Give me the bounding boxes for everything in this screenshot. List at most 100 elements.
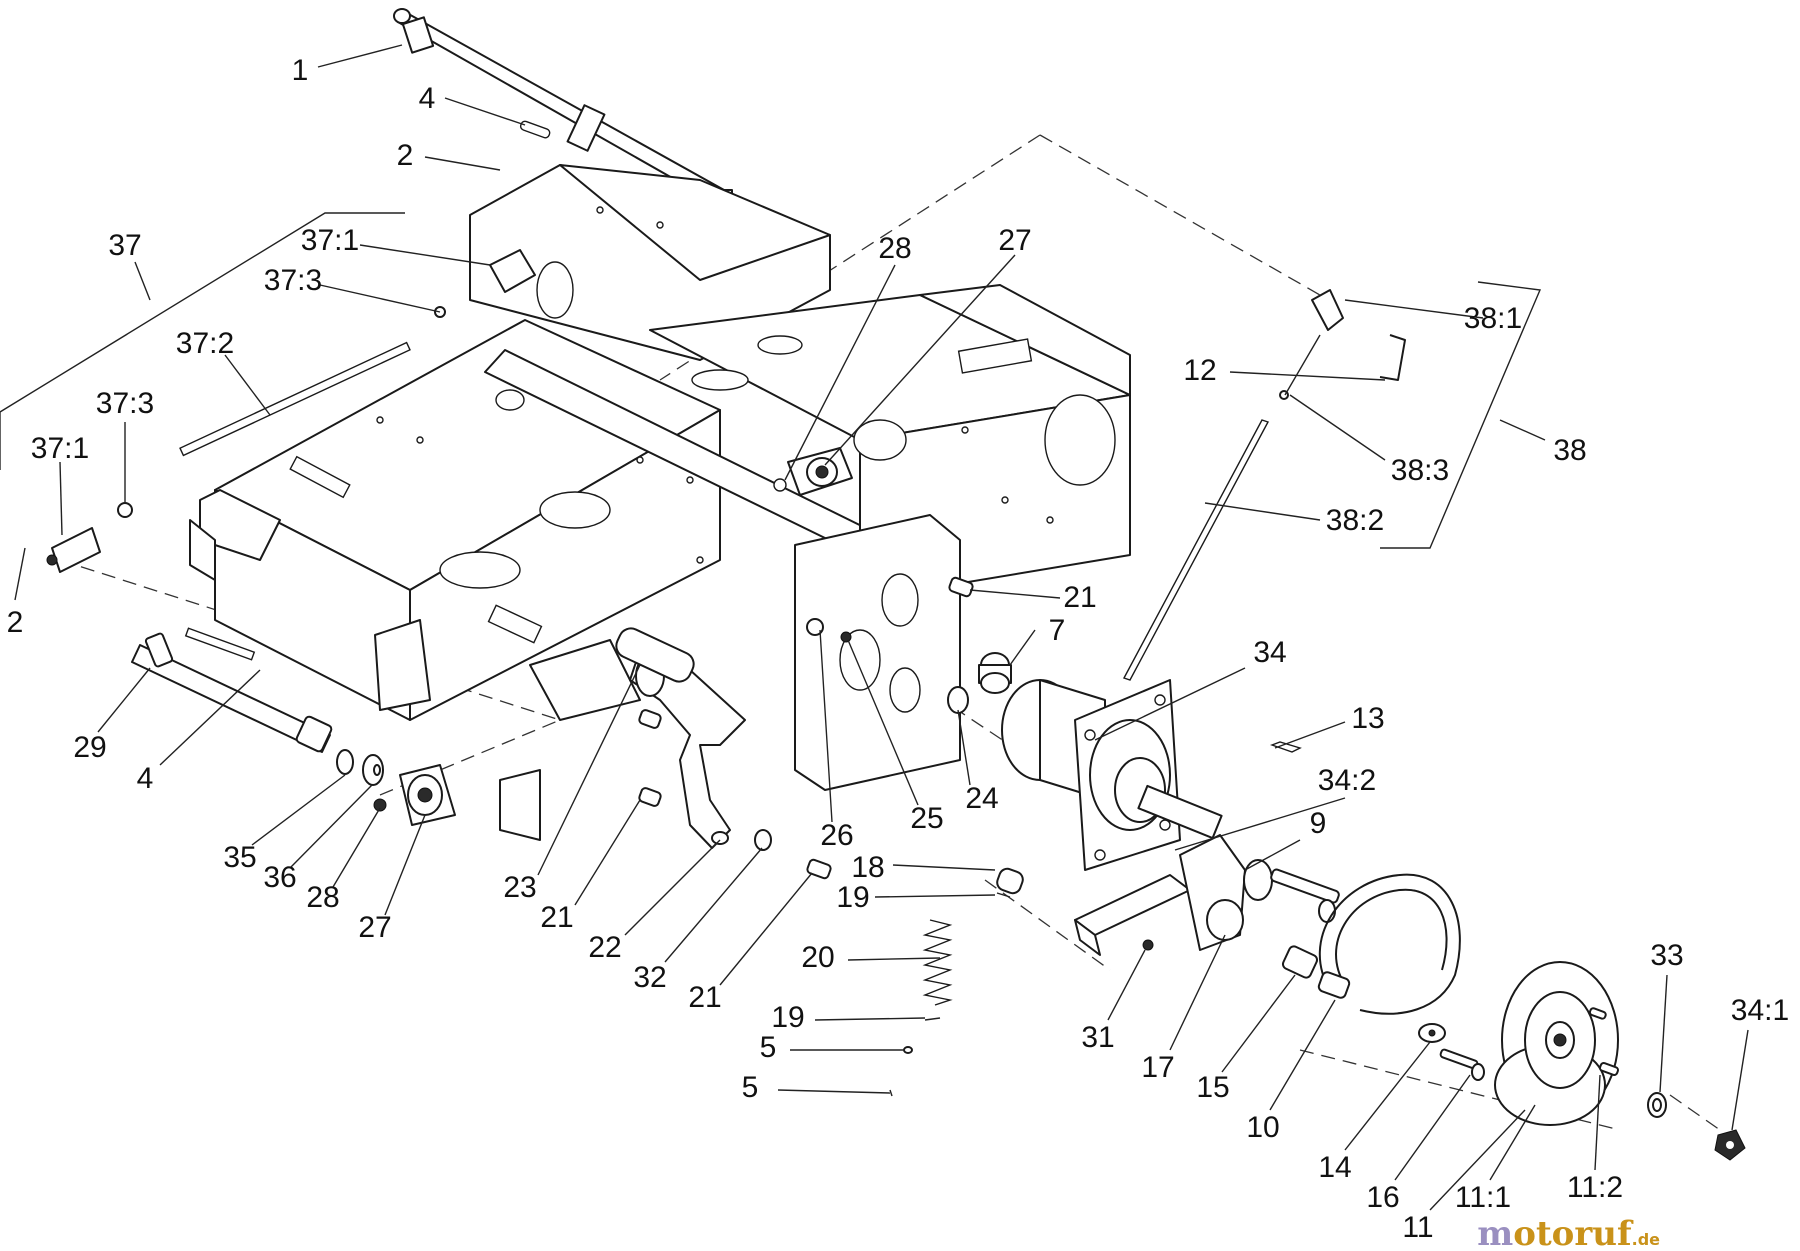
brake-band-10 bbox=[1317, 873, 1461, 1015]
callout-leader bbox=[1594, 1074, 1601, 1171]
callout-leader bbox=[1174, 797, 1346, 851]
callout-leader bbox=[1229, 371, 1386, 381]
callout-leader bbox=[874, 894, 996, 898]
callout-leader bbox=[251, 774, 346, 846]
callout-leader bbox=[319, 284, 441, 313]
bearing-flange-27-upper bbox=[773, 447, 853, 496]
callout-leader bbox=[384, 814, 426, 916]
callout-leader bbox=[1394, 1074, 1471, 1181]
callout-leader bbox=[159, 669, 261, 766]
linkage-37 bbox=[46, 249, 536, 573]
washers-35-36 bbox=[336, 749, 384, 786]
callout-leader bbox=[424, 156, 501, 171]
callout-label: 37:3 bbox=[264, 264, 322, 297]
callout-leader bbox=[784, 264, 896, 481]
callout-label: 27 bbox=[358, 911, 391, 944]
callout-label: 2 bbox=[7, 606, 24, 639]
callout-label: 21 bbox=[688, 981, 721, 1014]
callout-leader bbox=[824, 254, 1016, 466]
callout-leader bbox=[1489, 1104, 1536, 1181]
brake-arm-22 bbox=[615, 627, 746, 849]
callout-leader bbox=[819, 629, 833, 823]
callout-label: 36 bbox=[263, 861, 296, 894]
callout-leader bbox=[1169, 934, 1226, 1051]
watermark-letter-m: m bbox=[1477, 1214, 1513, 1251]
callout-leader bbox=[1289, 394, 1386, 461]
callout-leader bbox=[1094, 667, 1246, 741]
callout-leader bbox=[1204, 502, 1321, 521]
nut-34-1 bbox=[1714, 1129, 1746, 1161]
pin-18-spring-20 bbox=[889, 867, 1024, 1097]
washer-33 bbox=[1647, 1092, 1667, 1118]
callout-leader bbox=[359, 244, 491, 266]
callout-label: 20 bbox=[801, 941, 834, 974]
clutch-housing-34 bbox=[1001, 679, 1302, 871]
callout-leader bbox=[892, 864, 996, 871]
callout-label: 5 bbox=[742, 1071, 759, 1104]
callout-label: 34 bbox=[1253, 636, 1286, 669]
callout-label: 31 bbox=[1081, 1021, 1114, 1054]
callout-label: 38 bbox=[1553, 434, 1586, 467]
callout-leader bbox=[1269, 999, 1336, 1111]
callout-label: 38:1 bbox=[1464, 302, 1522, 335]
callout-leader bbox=[1107, 949, 1146, 1021]
callout-leader bbox=[777, 1089, 891, 1094]
callout-leader bbox=[1659, 974, 1668, 1093]
callout-label: 38:2 bbox=[1326, 504, 1384, 537]
svg-text:motoruf.de: motoruf.de bbox=[1477, 1214, 1660, 1251]
callout-leader bbox=[537, 664, 641, 876]
callout-leader bbox=[814, 1017, 926, 1021]
callout-leader bbox=[664, 847, 763, 963]
callout-leader bbox=[1009, 629, 1036, 666]
callout-label: 12 bbox=[1183, 354, 1216, 387]
callout-label: 28 bbox=[878, 232, 911, 265]
callout-leader bbox=[957, 709, 971, 786]
callout-leader bbox=[1731, 1029, 1749, 1131]
callout-label: 38:3 bbox=[1391, 454, 1449, 487]
callout-label: 35 bbox=[223, 841, 256, 874]
watermark-letters: otoruf bbox=[1513, 1214, 1634, 1251]
callout-leader bbox=[59, 461, 63, 536]
callout-label: 7 bbox=[1049, 614, 1066, 647]
callout-label: 1 bbox=[292, 54, 309, 87]
main-frame bbox=[189, 164, 1131, 841]
callout-label: 37 bbox=[108, 229, 141, 262]
callout-label: 34:2 bbox=[1318, 764, 1376, 797]
callout-label: 34:1 bbox=[1731, 994, 1789, 1027]
callout-label: 22 bbox=[588, 931, 621, 964]
callout-leader bbox=[97, 667, 151, 733]
clip-15 bbox=[1281, 945, 1319, 979]
bearing-flange-27-lower bbox=[373, 764, 456, 826]
callout-label: 4 bbox=[137, 762, 154, 795]
callout-label: 24 bbox=[965, 782, 998, 815]
callout-leader bbox=[289, 784, 373, 869]
callout-label: 28 bbox=[306, 881, 339, 914]
callout-leader bbox=[969, 589, 1061, 599]
callout-label: 37:1 bbox=[301, 224, 359, 257]
callout-label: 9 bbox=[1310, 807, 1327, 840]
callout-leader bbox=[444, 97, 526, 126]
callout-label: 10 bbox=[1246, 1111, 1279, 1144]
callout-label: 25 bbox=[910, 802, 943, 835]
clevis-pin-4-top bbox=[519, 120, 551, 139]
callout-label: 23 bbox=[503, 871, 536, 904]
callout-label: 13 bbox=[1351, 702, 1384, 735]
linkage-38 bbox=[1122, 289, 1406, 681]
callout-leader bbox=[1221, 974, 1296, 1073]
callout-label: 14 bbox=[1318, 1151, 1351, 1184]
callout-label: 32 bbox=[633, 961, 666, 994]
watermark-logo: motoruf.de bbox=[1477, 1214, 1660, 1251]
callout-label: 37:2 bbox=[176, 327, 234, 360]
callout-label: 17 bbox=[1141, 1051, 1174, 1084]
callout-leader bbox=[719, 872, 813, 986]
callout-label: 2 bbox=[397, 139, 414, 172]
callout-label: 15 bbox=[1196, 1071, 1229, 1104]
group-bracket-37 bbox=[0, 212, 405, 470]
callout-leader bbox=[14, 547, 26, 601]
callout-leader bbox=[1244, 839, 1301, 871]
watermark-suffix: .de bbox=[1632, 1230, 1661, 1249]
brake-drum-11 bbox=[1494, 961, 1619, 1126]
callout-label: 11:1 bbox=[1455, 1181, 1511, 1214]
